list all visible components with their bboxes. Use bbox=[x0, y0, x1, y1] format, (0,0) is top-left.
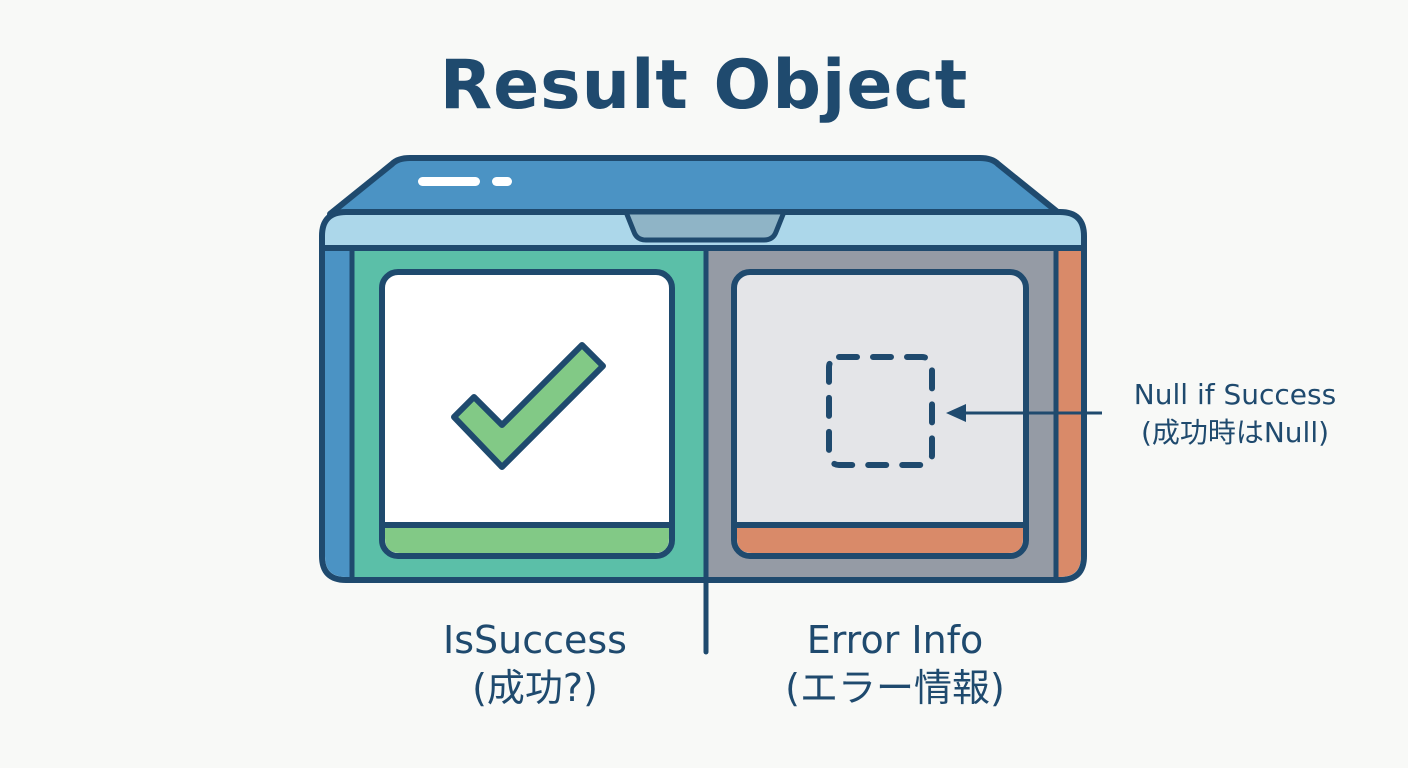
diagram-title: Result Object bbox=[439, 46, 969, 125]
success-label: IsSuccess (成功?) bbox=[380, 616, 690, 712]
null-annotation-line1: Null if Success bbox=[1133, 378, 1337, 411]
null-annotation: Null if Success (成功時はNull) bbox=[1100, 376, 1370, 452]
dashed-empty-box-icon bbox=[826, 354, 935, 468]
success-label-title: IsSuccess bbox=[443, 618, 627, 662]
success-card bbox=[379, 269, 675, 559]
checkmark-icon bbox=[451, 342, 606, 470]
left-edge-strip bbox=[325, 250, 350, 577]
success-label-subtitle: (成功?) bbox=[472, 666, 598, 710]
error-label: Error Info (エラー情報) bbox=[730, 616, 1060, 712]
error-card bbox=[731, 269, 1029, 559]
lid-highlight-short bbox=[492, 177, 512, 186]
header-notch bbox=[623, 209, 787, 243]
arrow-left-icon bbox=[946, 404, 1102, 422]
container-lid bbox=[327, 155, 1063, 217]
error-label-title: Error Info bbox=[806, 618, 984, 662]
lid-highlight-long bbox=[418, 177, 480, 186]
null-annotation-line2: (成功時はNull) bbox=[1140, 416, 1330, 449]
error-label-subtitle: (エラー情報) bbox=[785, 666, 1005, 710]
